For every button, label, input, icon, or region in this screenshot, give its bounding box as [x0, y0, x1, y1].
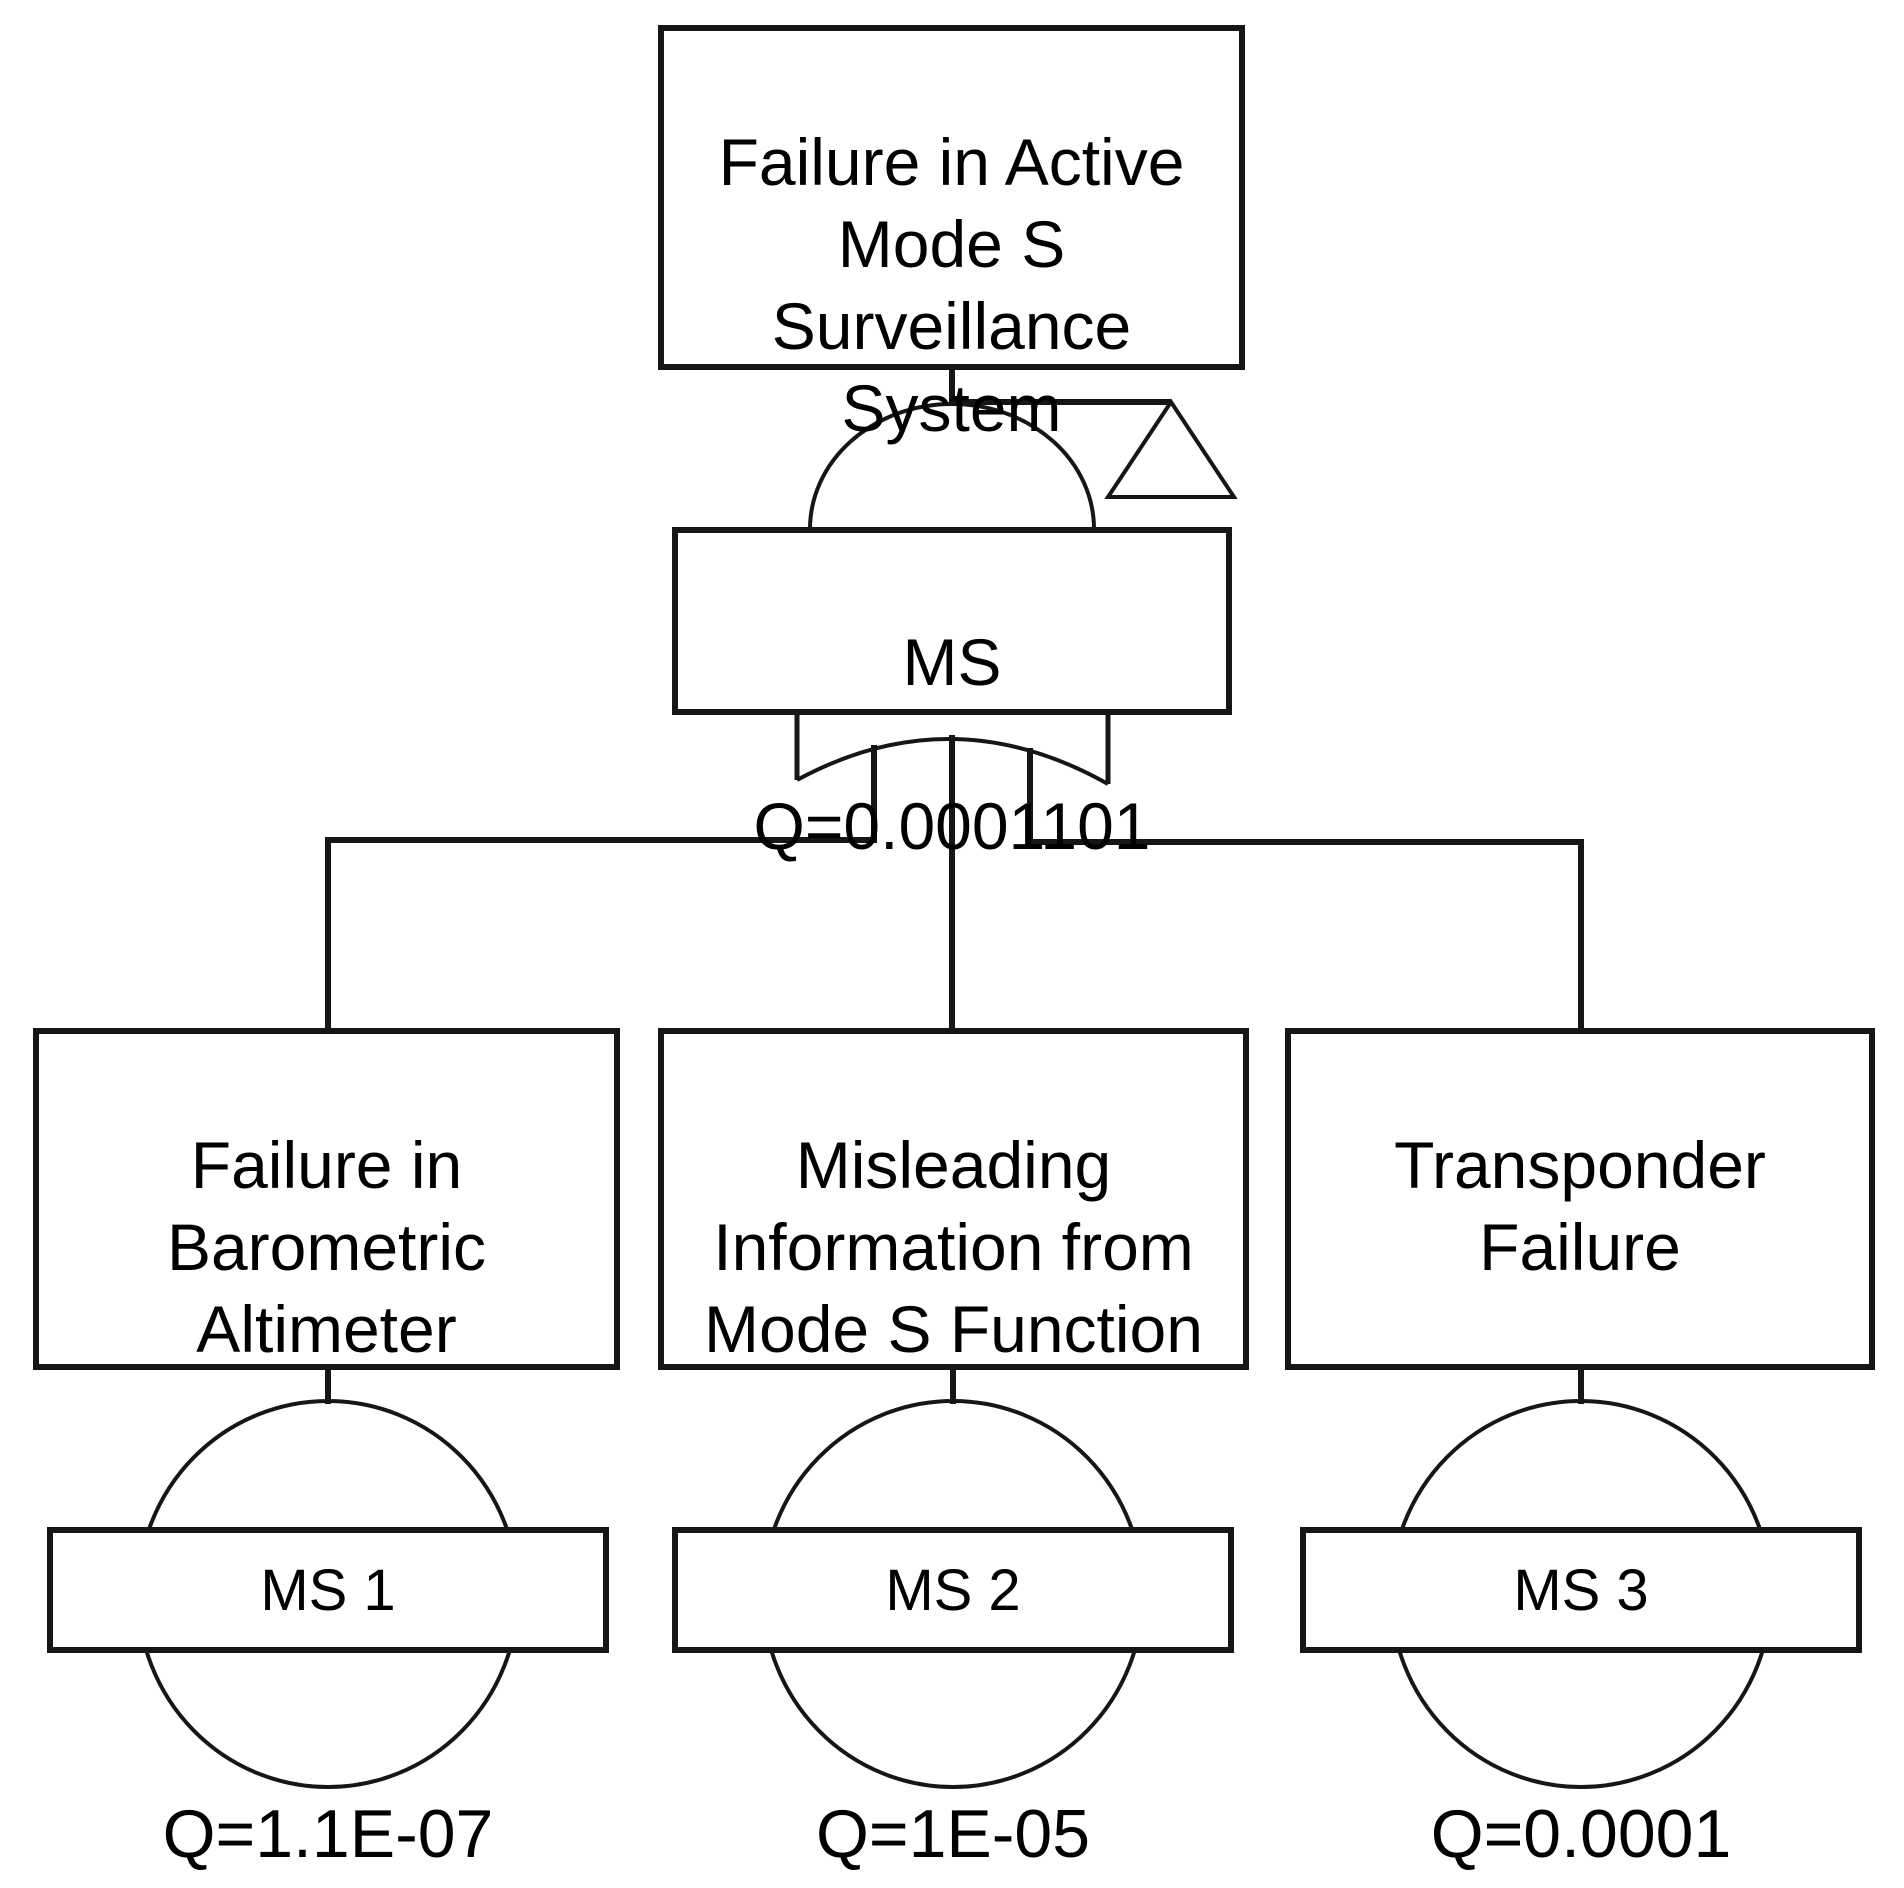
- event-description-3: Transponder Failure: [1394, 1128, 1766, 1284]
- event-box-1: Failure in Barometric Altimeter: [33, 1028, 620, 1370]
- gate-name: MS: [902, 625, 1002, 699]
- event-box-2: Misleading Information from Mode S Funct…: [658, 1028, 1249, 1370]
- q-value-1: Q=1.1E-07: [162, 1796, 494, 1872]
- q-value-2: Q=1E-05: [815, 1796, 1091, 1872]
- right-branch-line: [1027, 748, 1584, 1030]
- left-branch-line: [325, 745, 877, 1030]
- transfer-triangle-icon: [1104, 398, 1238, 499]
- basic-event-label-1: MS 1: [47, 1527, 609, 1653]
- gate-q-value: Q=0.0001101: [753, 789, 1151, 863]
- basic-event-name-2: MS 2: [885, 1557, 1021, 1623]
- gate-label-box: MS Q=0.0001101: [672, 527, 1232, 863]
- q-value-3: Q=0.0001: [1430, 1796, 1732, 1872]
- basic-event-label-2: MS 2: [672, 1527, 1234, 1653]
- event-description-1: Failure in Barometric Altimeter: [166, 1128, 487, 1366]
- basic-event-name-1: MS 1: [260, 1557, 396, 1623]
- basic-event-label-3: MS 3: [1300, 1527, 1862, 1653]
- event-description-2: Misleading Information from Mode S Funct…: [704, 1128, 1203, 1366]
- event-box-3: Transponder Failure: [1285, 1028, 1875, 1370]
- top-event-box: Failure in Active Mode S Surveillance Sy…: [658, 25, 1245, 445]
- basic-event-name-3: MS 3: [1513, 1557, 1649, 1623]
- top-event-label: Failure in Active Mode S Surveillance Sy…: [718, 125, 1185, 445]
